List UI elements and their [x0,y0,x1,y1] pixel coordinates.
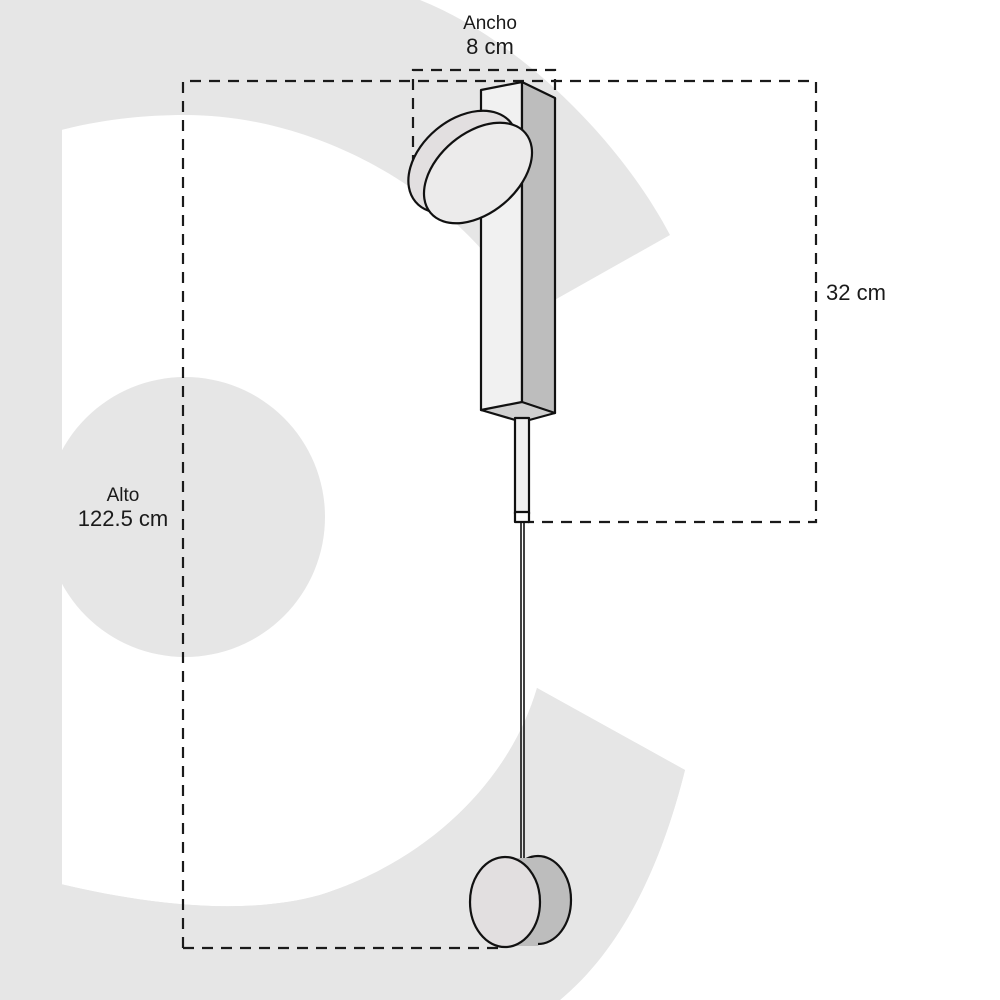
watermark-lower-fill [0,688,685,1000]
height-value: 122.5 cm [77,506,169,531]
lamp-bar-side [520,80,557,417]
lamp-pendant-front [468,855,542,949]
depth-label: 32 cm [826,282,886,304]
watermark-outer-arc [0,0,670,315]
lamp-illustration [407,80,573,949]
height-dimension-line [181,79,818,948]
dimension-lines [181,68,818,950]
height-label: Alto 122.5 cm [58,486,188,530]
watermark-circle [45,377,325,657]
lamp-bar-bottom [479,400,557,424]
width-value: 8 cm [466,34,514,59]
width-dimension-box [411,68,557,185]
width-label: Ancho 8 cm [430,14,550,58]
width-caption: Ancho [463,13,517,34]
lamp-head-face [422,121,534,225]
lamp-connector-collar [513,510,531,524]
depth-value: 32 cm [826,280,886,305]
height-caption: Alto [106,485,140,506]
lamp-connector-tube [513,416,531,516]
